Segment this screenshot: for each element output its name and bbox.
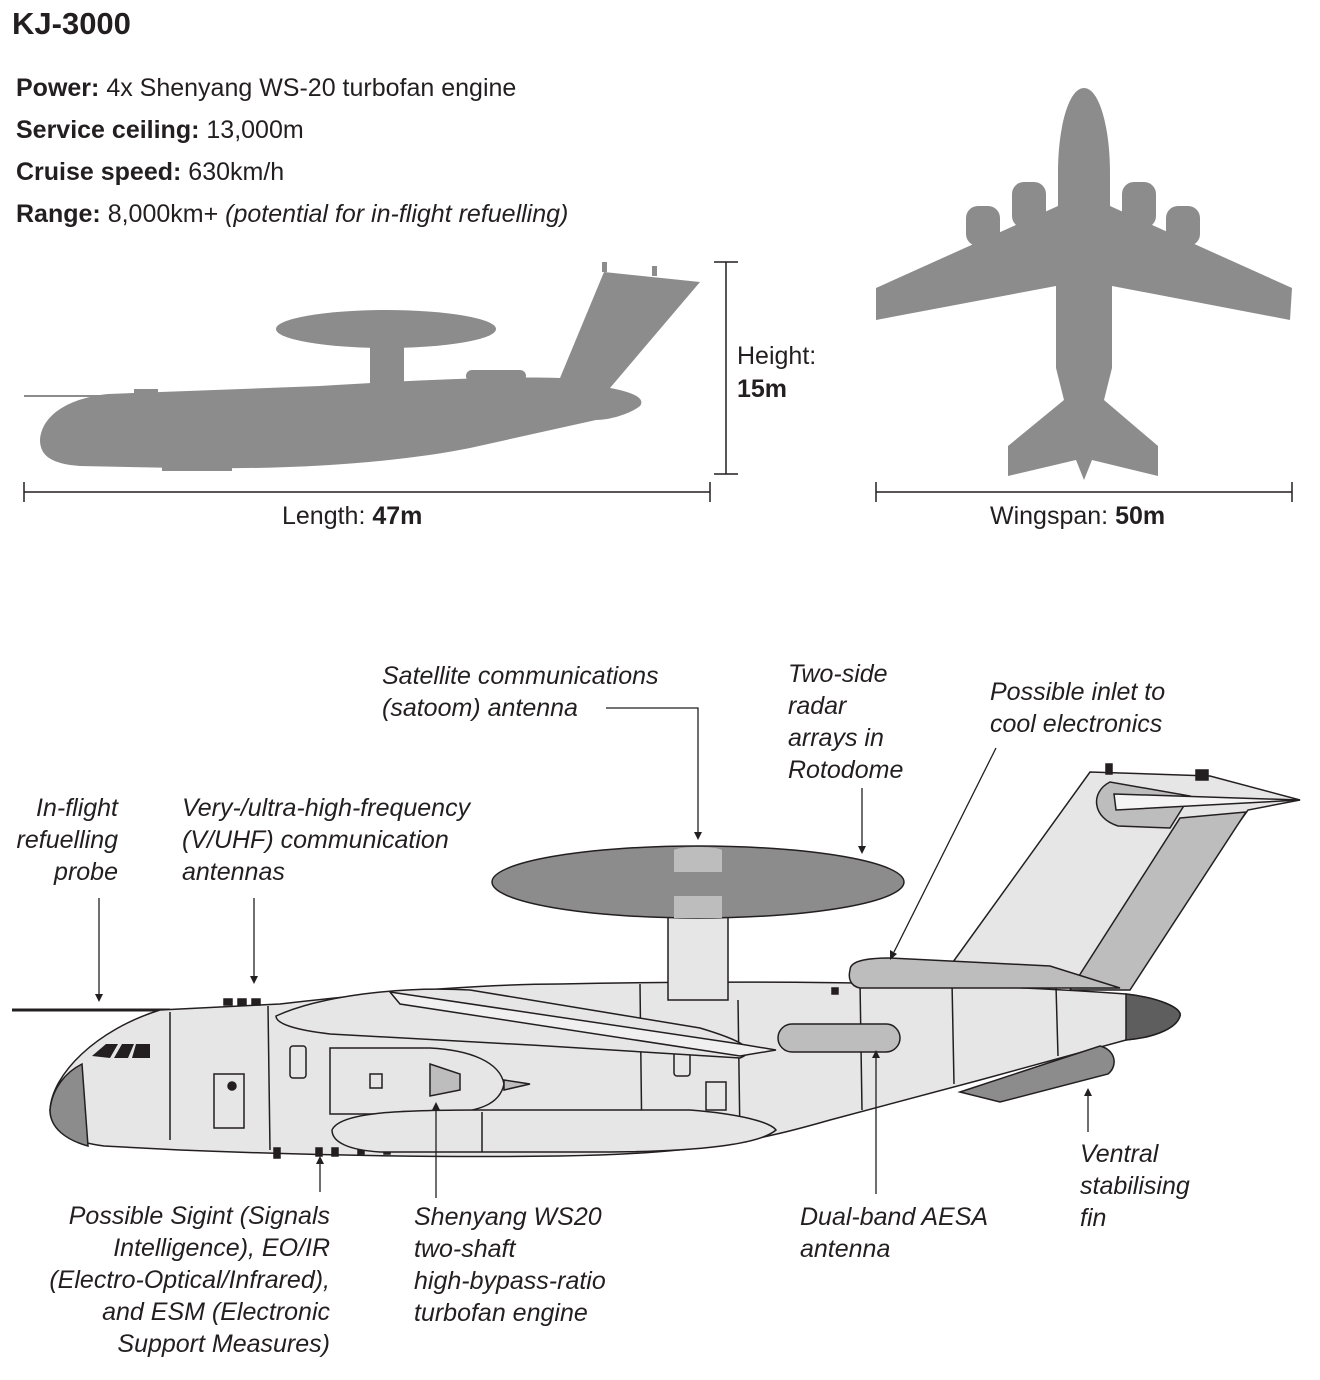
spec-range: Range: 8,000km+ (potential for in-flight… [16, 200, 568, 229]
callout-ventral-fin: Ventral stabilising fin [1080, 1140, 1190, 1232]
height-label: Height: 15m [737, 340, 816, 406]
side-silhouette [24, 262, 700, 471]
spec-label: Cruise speed: [16, 158, 182, 186]
length-bracket [23, 482, 711, 502]
wingspan-value: 50m [1115, 502, 1166, 530]
length-label: Length: 47m [282, 502, 422, 531]
wingspan-label: Wingspan: 50m [990, 502, 1165, 531]
callout-radar-arrays: Two-side radar arrays in Rotodome [788, 660, 904, 784]
wingspan-bracket [875, 482, 1293, 502]
top-silhouette [876, 88, 1292, 480]
callout-aesa-antenna: Dual-band AESA antenna [800, 1203, 989, 1263]
height-value: 15m [737, 375, 788, 403]
spec-label: Power: [16, 74, 100, 102]
spec-value: 630km/h [188, 158, 285, 186]
spec-value: 13,000m [206, 116, 304, 144]
callout-satcom-antenna: Satellite communications (satoom) antenn… [382, 662, 659, 722]
length-value: 47m [372, 502, 423, 530]
wingspan-label-text: Wingspan: [990, 502, 1109, 530]
height-label-text: Height: [737, 342, 817, 370]
callout-engine: Shenyang WS20 two-shaft high-bypass-rati… [414, 1203, 606, 1327]
spec-label: Range: [16, 200, 101, 228]
spec-label: Service ceiling: [16, 116, 200, 144]
spec-note: (potential for in-flight refuelling) [225, 200, 569, 228]
length-label-text: Length: [282, 502, 366, 530]
spec-value: 8,000km+ [107, 200, 219, 228]
callout-refuelling-probe: In-flight refuelling probe [16, 794, 118, 886]
callout-cooling-inlet: Possible inlet to cool electronics [990, 678, 1166, 738]
page-title: KJ-3000 [12, 6, 131, 41]
spec-cruise-speed: Cruise speed: 630km/h [16, 158, 284, 187]
detailed-aircraft [12, 763, 1301, 1159]
callout-leaders [95, 707, 1092, 1198]
spec-power: Power: 4x Shenyang WS-20 turbofan engine [16, 74, 516, 103]
callout-vuhf-antennas: Very-/ultra-high-frequency (V/UHF) commu… [182, 794, 471, 886]
callout-sigint: Possible Sigint (Signals Intelligence), … [49, 1202, 330, 1358]
spec-value: 4x Shenyang WS-20 turbofan engine [106, 74, 517, 102]
height-bracket [714, 261, 738, 475]
spec-service-ceiling: Service ceiling: 13,000m [16, 116, 304, 145]
